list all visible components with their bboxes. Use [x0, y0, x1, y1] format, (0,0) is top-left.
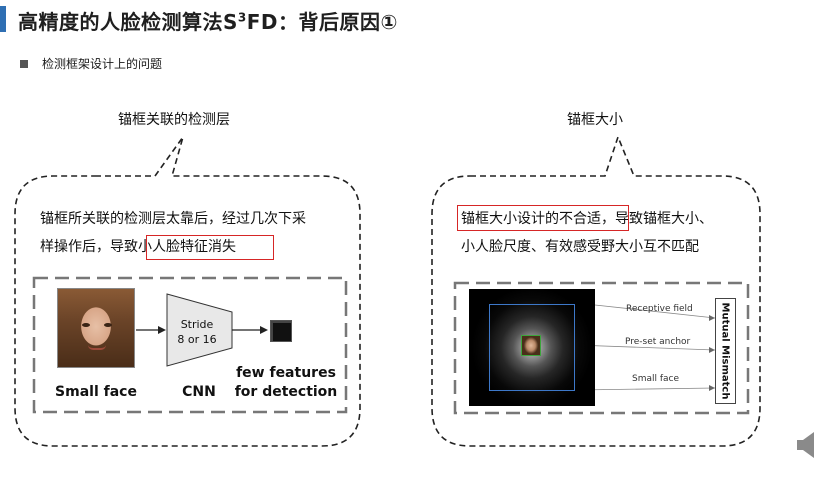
title-accent-bar — [0, 6, 6, 32]
arrow-to-features — [260, 326, 268, 334]
cnn-stride-text: Stride 8 or 16 — [177, 318, 217, 346]
mutual-mismatch-box — [715, 298, 736, 404]
left-thought-balloon — [14, 136, 361, 447]
mutual-mismatch-label: Mutual Mismatch — [719, 302, 731, 400]
left-highlight: 小人脸特征消失 — [138, 239, 236, 255]
right-paragraph-line2: 小人脸尺度、有效感受野大小互不匹配 — [461, 239, 699, 255]
right-highlight-box — [457, 205, 629, 231]
left-highlight-box — [146, 235, 274, 260]
left-paragraph-line1: 锚框所关联的检测层太靠后，经过几次下采 — [40, 211, 306, 227]
right-paragraph-line1: 锚框大小设计的不合适，导致锚框大小、 — [461, 211, 713, 227]
preset-anchor-label: Pre-set anchor — [625, 337, 691, 347]
bullet-square-icon — [20, 59, 28, 68]
cnn-trapezoid — [166, 293, 233, 367]
small-face-label: Small face — [55, 384, 137, 400]
feature-map-square — [270, 320, 292, 342]
right-highlight: 锚框大小设计的不合适， — [461, 211, 615, 227]
page-title: 高精度的人脸检测算法S3FD：背后原因① — [18, 10, 398, 34]
right-caption: 锚框大小 — [567, 112, 623, 128]
preset-anchor-box — [489, 304, 575, 391]
bullet-point: 检测框架设计上的问题 — [20, 55, 162, 72]
right-diagram-frame — [453, 281, 750, 415]
cnn-label: CNN — [182, 384, 216, 400]
receptive-field-label: Receptive field — [626, 304, 693, 314]
speaker-icon[interactable] — [796, 430, 818, 460]
arrow-to-cnn — [158, 326, 166, 334]
left-paragraph-line2: 样操作后，导致小人脸特征消失 — [40, 239, 236, 255]
small-face-label-right: Small face — [632, 374, 680, 384]
tiny-face-image — [521, 335, 541, 356]
few-features-label: few features for detection — [234, 365, 338, 400]
bullet-text: 检测框架设计上的问题 — [42, 57, 163, 71]
left-paragraph: 锚框所关联的检测层太靠后，经过几次下采 样操作后，导致小人脸特征消失 — [40, 205, 306, 261]
right-thought-balloon — [431, 134, 761, 447]
left-diagram-frame — [32, 276, 348, 414]
right-paragraph: 锚框大小设计的不合适，导致锚框大小、 小人脸尺度、有效感受野大小互不匹配 — [461, 205, 713, 261]
small-face-image — [57, 288, 135, 368]
left-caption: 锚框关联的检测层 — [118, 112, 230, 128]
